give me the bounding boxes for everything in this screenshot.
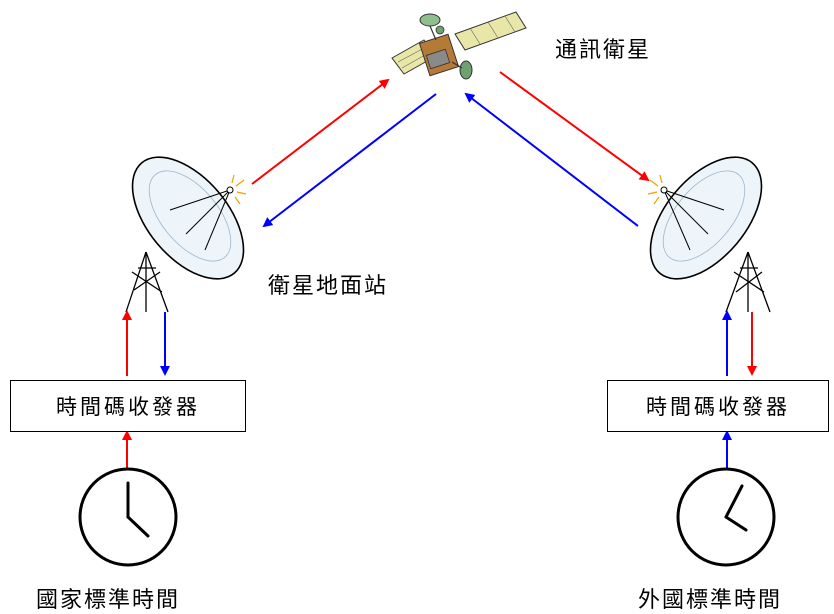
uplink-left-arrow	[251, 78, 390, 185]
satellite-icon	[391, 11, 527, 80]
transceiver-box-right: 時間碼收發器	[607, 380, 829, 432]
downlink-right-arrow	[499, 71, 650, 182]
transceiver-box-left: 時間碼收發器	[10, 380, 246, 432]
dish-antenna-icon	[647, 156, 771, 313]
clock-icon	[78, 467, 178, 567]
satellite-label: 通訊衛星	[555, 38, 652, 63]
uplink-right-arrow	[464, 92, 639, 227]
foreign-time-label: 外國標準時間	[638, 588, 783, 613]
local-time-label: 國家標準時間	[36, 588, 181, 613]
clock-icon	[676, 467, 776, 567]
downlink-left-arrow	[262, 93, 437, 228]
dish-antenna-icon	[125, 156, 247, 313]
ground-station-label: 衛星地面站	[268, 274, 389, 299]
